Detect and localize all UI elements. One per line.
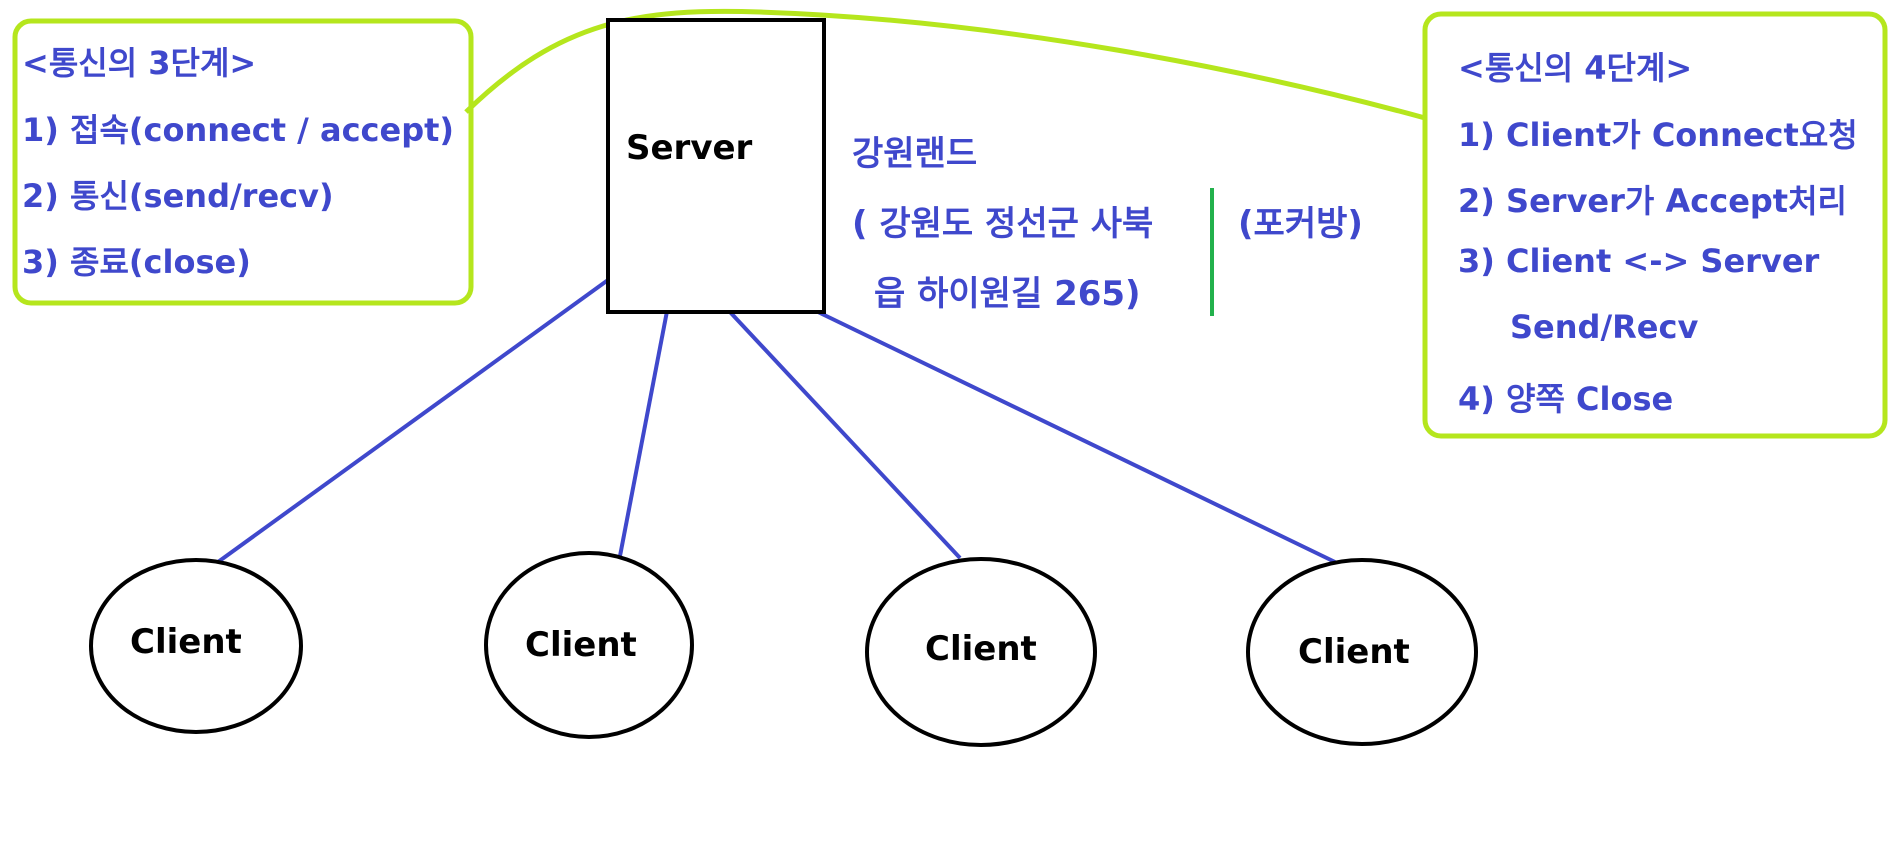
left-box-item-1: 1) 접속(connect / accept) bbox=[22, 111, 455, 149]
right-box-item-4: 4) 양쪽 Close bbox=[1458, 380, 1674, 418]
connection-line-client-3 bbox=[728, 310, 962, 560]
left-steps-box-frame bbox=[12, 18, 474, 306]
right-box-item-3-cont: Send/Recv bbox=[1510, 308, 1699, 346]
left-box-item-3: 3) 종료(close) bbox=[22, 243, 251, 281]
left-box-item-2: 2) 통신(send/recv) bbox=[22, 177, 334, 215]
connection-line-client-2 bbox=[618, 305, 670, 557]
server-box bbox=[606, 18, 826, 314]
right-box-title: <통신의 4단계> bbox=[1458, 49, 1693, 87]
client-label-2: Client bbox=[525, 625, 637, 665]
client-label-4: Client bbox=[1298, 632, 1410, 672]
location-side-note: (포커방) bbox=[1238, 204, 1363, 244]
location-name: 강원랜드 bbox=[852, 134, 978, 174]
client-node-4 bbox=[1246, 558, 1478, 746]
client-label-1: Client bbox=[130, 622, 242, 662]
server-label: Server bbox=[626, 128, 753, 168]
right-box-item-2: 2) Server가 Accept처리 bbox=[1458, 182, 1847, 220]
client-node-3 bbox=[865, 557, 1097, 747]
client-node-2 bbox=[484, 551, 694, 739]
location-address-line2: 읍 하이원길 265) bbox=[874, 274, 1141, 314]
connection-line-client-4 bbox=[817, 310, 1336, 564]
right-box-item-1: 1) Client가 Connect요청 bbox=[1458, 116, 1858, 154]
client-label-3: Client bbox=[925, 629, 1037, 669]
client-node-1 bbox=[89, 558, 303, 734]
left-box-title: <통신의 3단계> bbox=[22, 44, 257, 82]
right-box-item-3: 3) Client <-> Server bbox=[1458, 242, 1820, 280]
connection-line-client-1 bbox=[216, 278, 610, 564]
callout-curve bbox=[464, 8, 1426, 121]
right-steps-box-frame bbox=[1422, 11, 1888, 439]
location-address-line1: ( 강원도 정선군 사북 bbox=[852, 204, 1154, 244]
